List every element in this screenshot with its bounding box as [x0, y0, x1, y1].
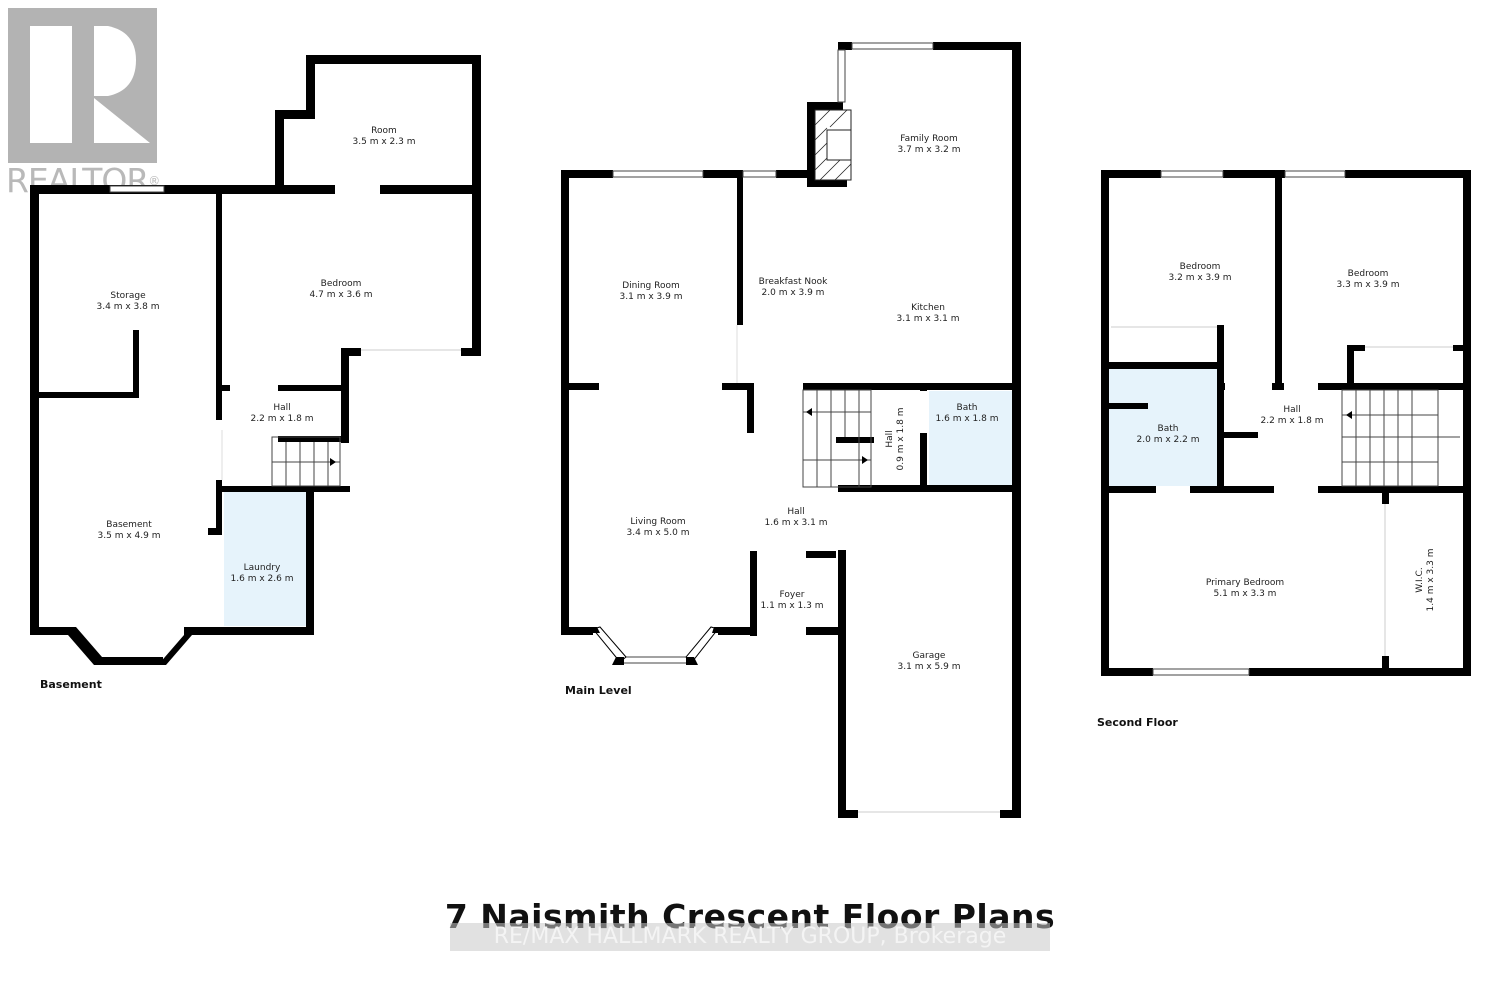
room-dims: 2.2 m x 1.8 m [250, 414, 314, 424]
room-name: Primary Bedroom [1205, 578, 1285, 588]
room-dims: 3.1 m x 3.1 m [896, 314, 960, 324]
room-dims: 3.3 m x 3.9 m [1336, 280, 1400, 290]
room-dims: 3.7 m x 3.2 m [897, 145, 961, 155]
room-dims: 3.1 m x 3.9 m [619, 292, 683, 302]
room-name: Hall [273, 403, 291, 413]
main-bath-fill [929, 391, 1012, 485]
room-name: Garage [912, 651, 946, 661]
room-dims: 3.5 m x 4.9 m [97, 531, 161, 541]
room-dims: 1.6 m x 1.8 m [935, 414, 999, 424]
realtor-logo [8, 8, 157, 163]
room-name: Foyer [779, 590, 805, 600]
room-name: Basement [106, 520, 152, 530]
room-name: Dining Room [622, 281, 680, 291]
floor-title-second-floor: Second Floor [1097, 716, 1178, 729]
room-name: Bath [1157, 424, 1179, 434]
room-name: Bedroom [320, 279, 362, 289]
room-dims: 1.4 m x 3.3 m [1426, 548, 1436, 612]
room-name: Bedroom [1347, 269, 1389, 279]
room-dims: 3.4 m x 5.0 m [626, 528, 690, 538]
room-name: Family Room [900, 134, 958, 144]
room-dims: 3.4 m x 3.8 m [96, 302, 160, 312]
room-label: W.I.C.1.4 m x 3.3 m [1415, 549, 1437, 612]
floor-title-basement: Basement [40, 678, 102, 691]
room-name: Laundry [243, 563, 281, 573]
room-dims: 1.6 m x 3.1 m [764, 518, 828, 528]
room-name: Hall [1283, 405, 1301, 415]
room-name: Bath [956, 403, 978, 413]
room-name: Bedroom [1179, 262, 1221, 272]
second-bath-fill [1108, 368, 1218, 486]
registered-mark: ® [148, 174, 160, 188]
room-dims: 2.0 m x 2.2 m [1136, 435, 1200, 445]
room-name: Storage [110, 291, 146, 301]
room-name: Room [371, 126, 397, 136]
laundry-fill [224, 492, 306, 626]
room-dims: 2.2 m x 1.8 m [1260, 416, 1324, 426]
room-dims: 3.5 m x 2.3 m [352, 137, 416, 147]
room-dims: 3.2 m x 3.9 m [1168, 273, 1232, 283]
room-dims: 1.1 m x 1.3 m [760, 601, 824, 611]
room-name: Hall [787, 507, 805, 517]
room-name: Hall [885, 430, 895, 448]
room-dims: 4.7 m x 3.6 m [309, 290, 373, 300]
room-dims: 1.6 m x 2.6 m [230, 574, 294, 584]
room-dims: 2.0 m x 3.9 m [761, 288, 825, 298]
floor-title-main-level: Main Level [565, 684, 632, 697]
logo-bar [30, 26, 72, 143]
room-name: Kitchen [911, 303, 945, 313]
brokerage-watermark: RE/MAX HALLMARK REALTY GROUP, Brokerage [450, 923, 1050, 951]
room-name: Breakfast Nook [758, 277, 828, 287]
logo-r-shape [94, 26, 150, 143]
room-dims: 5.1 m x 3.3 m [1213, 589, 1277, 599]
room-dims: 0.9 m x 1.8 m [896, 407, 906, 471]
room-name: Living Room [630, 517, 686, 527]
room-dims: 3.1 m x 5.9 m [897, 662, 961, 672]
room-name: W.I.C. [1415, 567, 1425, 593]
